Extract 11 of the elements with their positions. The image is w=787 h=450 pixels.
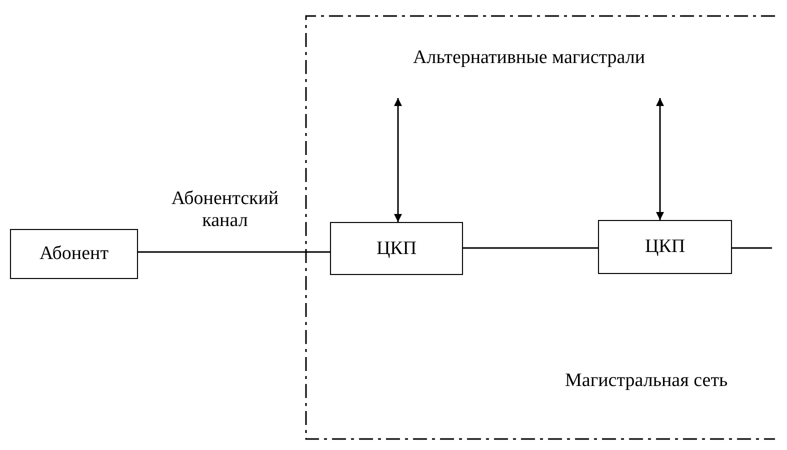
region-label: Магистральная сеть xyxy=(565,370,728,392)
network-region xyxy=(305,15,775,440)
arrow xyxy=(656,98,664,220)
region-label: Альтернативные магистрали xyxy=(413,47,646,69)
process-box: Абонент xyxy=(10,229,138,279)
process-box: ЦКП xyxy=(598,220,732,274)
connector-line xyxy=(138,251,330,253)
arrow xyxy=(394,98,402,222)
process-box: ЦКП xyxy=(330,222,463,275)
connector-line xyxy=(732,247,772,249)
connector-line xyxy=(463,247,598,249)
